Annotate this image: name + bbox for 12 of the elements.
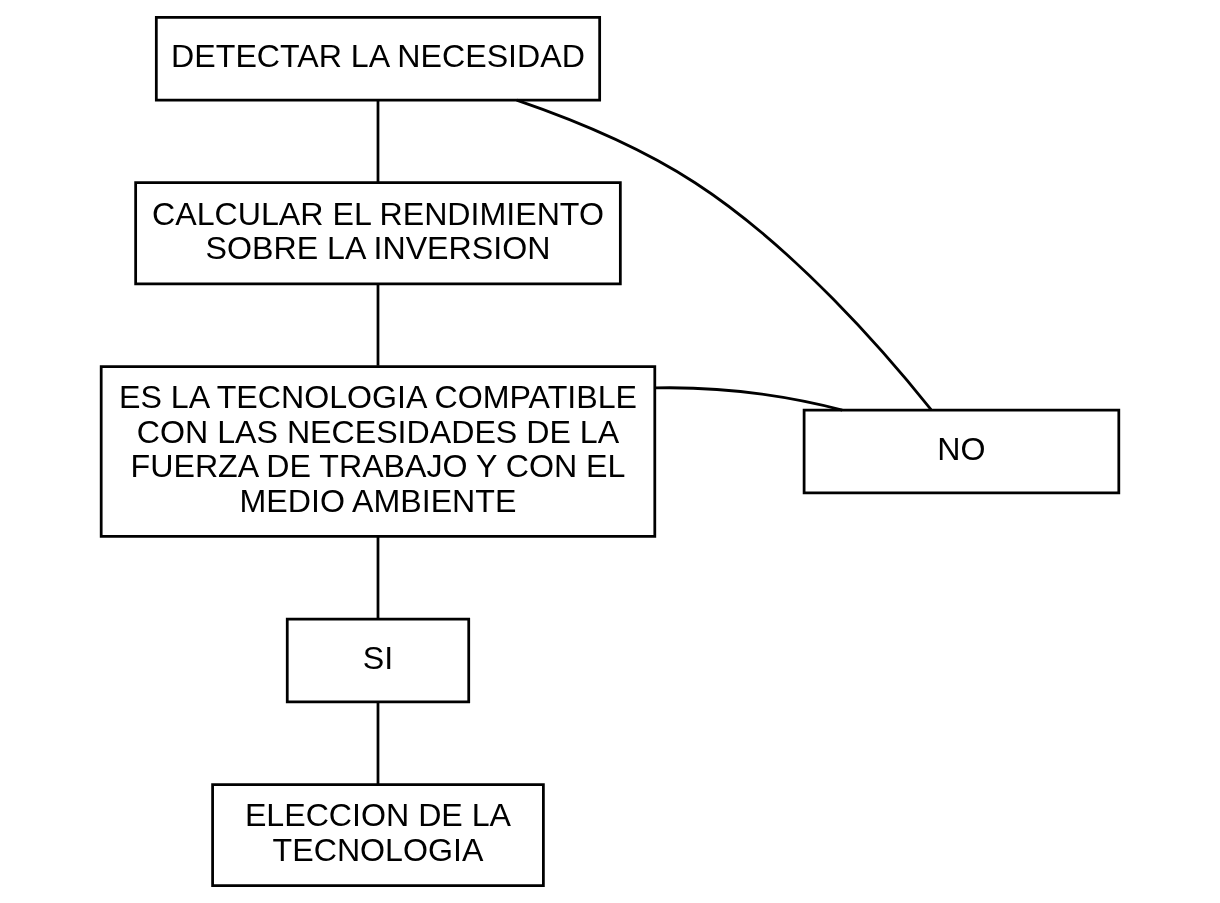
node-box: ES LA TECNOLOGIA COMPATIBLE CON LAS NECESIDADES DE LA FUERZA DE TRABAJO Y CON EL MEDIO AMBIENTE (99, 365, 657, 538)
connector (654, 386, 843, 412)
connector (516, 98, 933, 411)
connector (376, 284, 380, 366)
node-box: ELECCION DE LA TECNOLOGIA (211, 783, 545, 888)
connector (376, 702, 380, 785)
node-box: SI (285, 617, 471, 704)
node-box: CALCULAR EL RENDIMIENTO SOBRE LA INVERSION (134, 181, 622, 286)
connector (376, 100, 380, 183)
node-box: DETECTAR LA NECESIDAD (154, 15, 602, 102)
node-box: NO (802, 408, 1121, 495)
connector (376, 536, 380, 619)
